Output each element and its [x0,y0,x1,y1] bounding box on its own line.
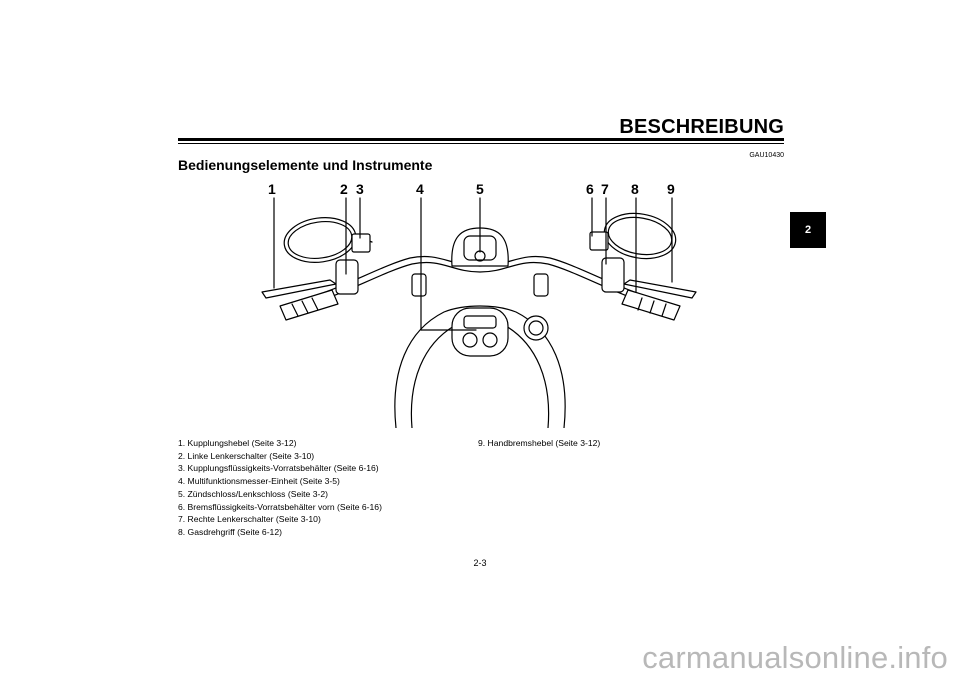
page-number: 2-3 [473,558,487,568]
left-mirror [283,217,357,263]
legend-item-1: 1. Kupplungshebel (Seite 3-12) [178,438,297,448]
section-title: Bedienungselemente und Instrumente [178,157,433,173]
title-rule-thin [178,143,784,144]
callout-2: 2 [340,181,348,197]
legend-item-7: 7. Rechte Lenkerschalter (Seite 3-10) [178,514,321,525]
right-grip [621,289,681,321]
callout-5: 5 [476,181,484,197]
callout-1: 1 [268,181,276,197]
callout-3: 3 [356,181,364,197]
legend-item-3: 3. Kupplungsflüssigkeits-Vorratsbehälter… [178,463,379,474]
legend-item-4: 4. Multifunktionsmesser-Einheit (Seite 3… [178,476,340,487]
fuel-tank [394,305,566,428]
legend-item-2: 2. Linke Lenkerschalter (Seite 3-10) [178,450,315,461]
right-mirror [603,212,677,260]
left-grip [279,289,339,321]
clutch-reservoir [351,233,371,253]
legend-item-6: 6. Bremsflüssigkeits-Vorratsbehälter vor… [178,501,382,512]
handlebar-illustration: 1 2 3 4 5 6 7 8 9 [261,181,697,428]
reference-code: GAU10430 [749,152,784,159]
legend-item-5: 5. Zündschloss/Lenkschloss (Seite 3-2) [178,488,328,499]
brake-lever [623,279,697,299]
callout-4: 4 [416,181,424,197]
page-title: BESCHREIBUNG [619,116,784,138]
brake-reservoir [589,231,609,251]
watermark: carmanualsonline.info [642,640,948,675]
callout-8: 8 [631,181,639,197]
callout-6: 6 [586,181,594,197]
chapter-tab: 2 [790,212,826,248]
right-switch-housing [601,257,625,293]
callout-9: 9 [667,181,675,197]
legend-right: 9. Handbremshebel (Seite 3-12) [478,437,600,450]
legend-item-8: 8. Gasdrehgriff (Seite 6-12) [178,526,282,537]
title-rule-thick [178,138,784,141]
fuel-cap [523,315,549,341]
left-switch-housing [335,259,359,295]
legend-item-9: 9. Handbremshebel (Seite 3-12) [478,438,601,448]
legend-left: 1. Kupplungshebel (Seite 3-12) 2. Linke … [178,437,382,539]
callout-7: 7 [601,181,609,197]
multifunction-meter [451,307,509,357]
